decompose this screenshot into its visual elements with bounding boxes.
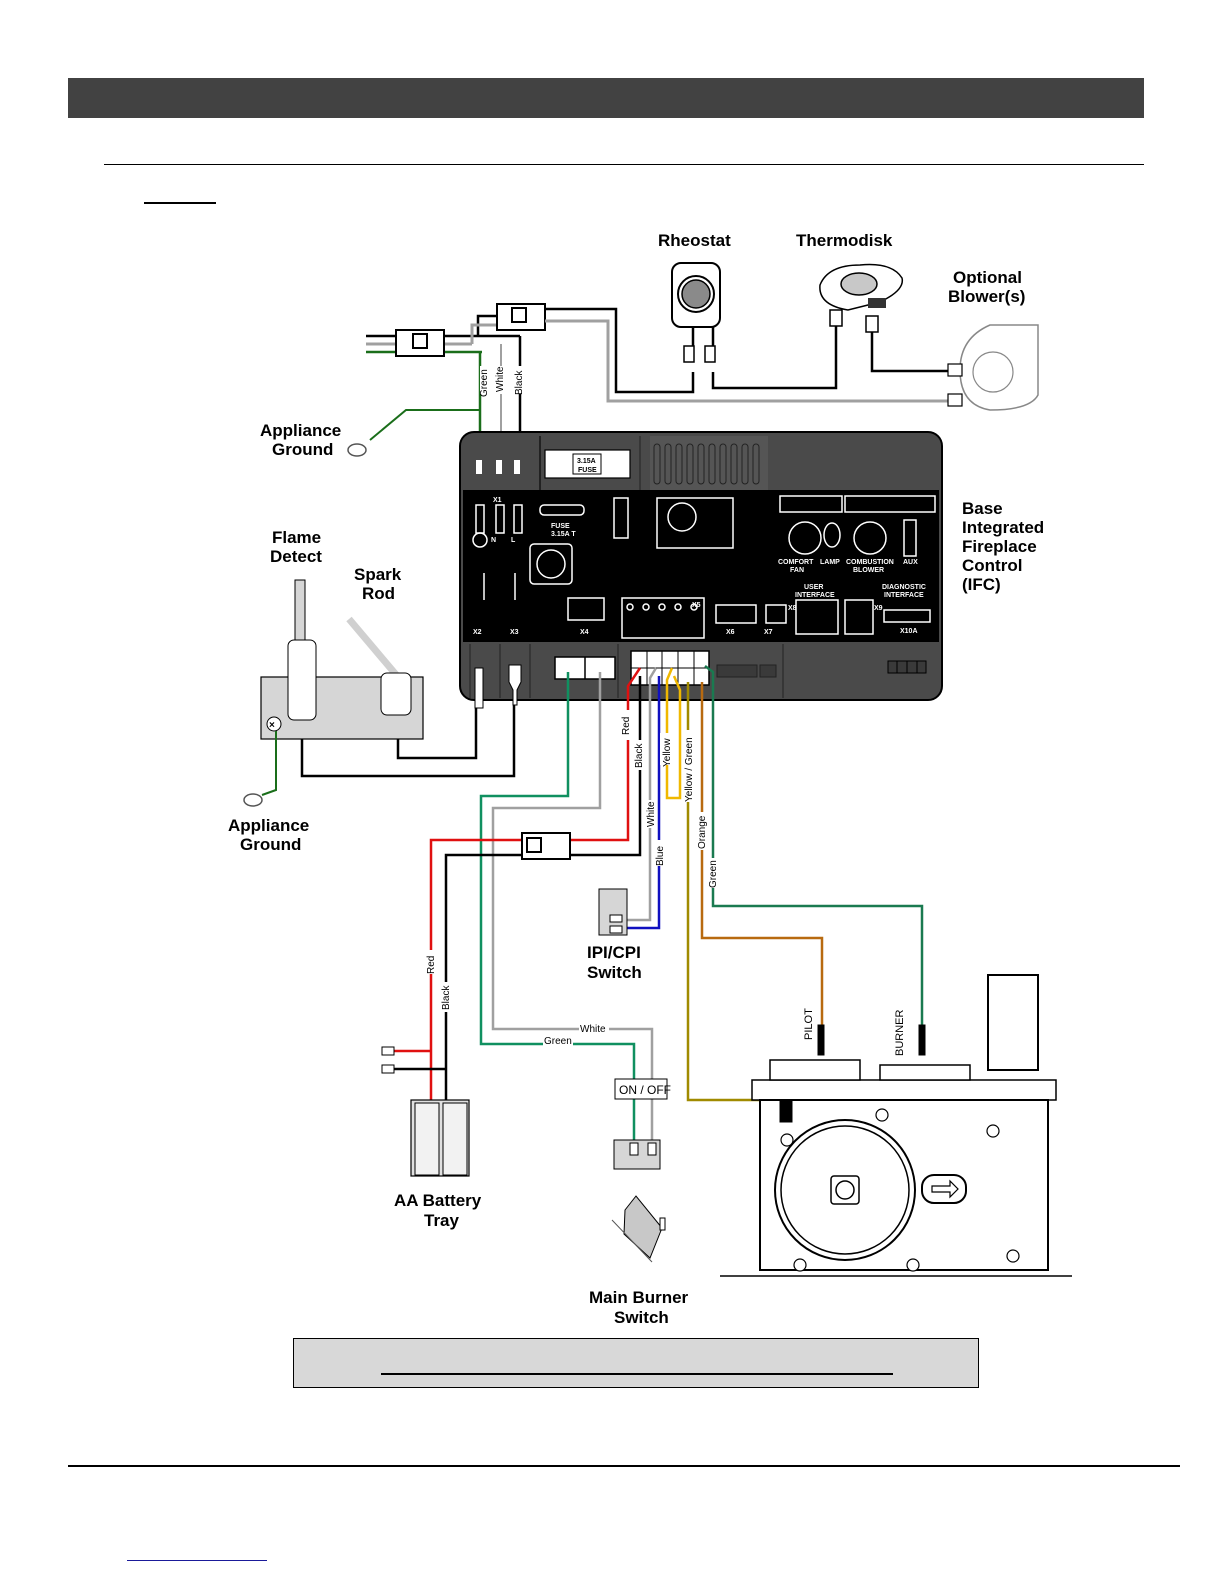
label-flame-detect: Flame (272, 528, 321, 547)
pilot-assembly: Flame Detect Spark Rod × Appliance Groun… (228, 528, 516, 854)
note-box (293, 1338, 979, 1388)
label-rheostat: Rheostat (658, 231, 731, 250)
svg-text:Black: Black (441, 985, 452, 1010)
svg-text:BLOWER: BLOWER (853, 567, 884, 574)
label-ifc: Base (962, 499, 1003, 518)
svg-text:Ground: Ground (240, 835, 301, 854)
label-main-burner-switch: Main Burner (589, 1288, 689, 1307)
ground-lug-icon (243, 793, 263, 807)
label-burner: BURNER (894, 1009, 906, 1056)
svg-text:X7: X7 (764, 629, 773, 636)
svg-text:DIAGNOSTIC: DIAGNOSTIC (882, 584, 926, 591)
svg-text:Fireplace: Fireplace (962, 537, 1037, 556)
svg-text:USER: USER (804, 584, 823, 591)
svg-text:Ground: Ground (272, 440, 333, 459)
svg-text:Green: Green (708, 860, 719, 888)
rheostat: Rheostat (658, 231, 731, 363)
appliance-ground-top: Appliance Ground (260, 409, 480, 459)
svg-text:Red: Red (426, 956, 437, 974)
svg-text:INTERFACE: INTERFACE (884, 592, 924, 599)
svg-text:X6: X6 (726, 629, 735, 636)
ground-lug-icon (347, 443, 367, 457)
svg-text:Switch: Switch (587, 963, 642, 982)
ipi-cpi-switch: IPI/CPI Switch (587, 888, 642, 982)
svg-text:L: L (511, 537, 516, 544)
svg-text:White: White (580, 1024, 606, 1035)
svg-text:Orange: Orange (697, 815, 708, 849)
board-silkscreen (472, 495, 936, 639)
rheostat-knob-icon (681, 279, 711, 309)
footer-divider (68, 1465, 1180, 1467)
svg-text:Black: Black (634, 743, 645, 768)
svg-text:COMFORT: COMFORT (778, 559, 814, 566)
section-header-bar (68, 78, 1144, 118)
svg-text:3.15A T: 3.15A T (551, 531, 576, 538)
on-off-switch: ON / OFF (613, 1078, 671, 1170)
svg-text:AUX: AUX (903, 559, 918, 566)
svg-text:(IFC): (IFC) (962, 575, 1001, 594)
label-appliance-ground-top: Appliance (260, 421, 341, 440)
ifc-board: 3.15A FUSE (459, 431, 1044, 709)
svg-text:X3: X3 (510, 629, 519, 636)
svg-text:×: × (269, 720, 275, 731)
svg-text:FUSE: FUSE (551, 523, 570, 530)
power-harness: Green White Black (366, 303, 950, 470)
svg-text:Green: Green (544, 1036, 572, 1047)
svg-text:FAN: FAN (790, 567, 804, 574)
optional-blower: Optional Blower(s) (947, 268, 1039, 411)
svg-text:X1: X1 (493, 497, 502, 504)
svg-text:COMBUSTION: COMBUSTION (846, 559, 894, 566)
thermodisk: Thermodisk (796, 231, 904, 333)
svg-text:X8: X8 (788, 605, 797, 612)
svg-text:Integrated: Integrated (962, 518, 1044, 537)
svg-text:X9: X9 (874, 605, 883, 612)
svg-text:X2: X2 (473, 629, 482, 636)
svg-text:Control: Control (962, 556, 1022, 575)
section-divider (104, 164, 1144, 165)
main-burner-switch: Main Burner Switch (589, 1195, 689, 1327)
svg-text:Switch: Switch (614, 1308, 669, 1327)
label-pilot: PILOT (803, 1008, 815, 1040)
label-thermodisk: Thermodisk (796, 231, 893, 250)
svg-text:Tray: Tray (424, 1211, 460, 1230)
svg-text:Blue: Blue (655, 846, 666, 866)
label-aa-battery-tray: AA Battery (394, 1191, 482, 1210)
svg-text:3.15A: 3.15A (577, 458, 596, 465)
svg-text:N: N (491, 537, 496, 544)
section-subtitle (144, 184, 216, 204)
valve-knob-icon (835, 1180, 855, 1200)
battery-connector (521, 832, 571, 860)
svg-text:Blower(s): Blower(s) (948, 287, 1025, 306)
label-on-off: ON / OFF (619, 1083, 671, 1097)
wire-label-top-green: Green (479, 369, 490, 397)
gas-valve (720, 974, 1072, 1277)
svg-text:LAMP: LAMP (820, 559, 840, 566)
ground-screw-icon (266, 716, 282, 732)
svg-text:X4: X4 (580, 629, 589, 636)
label-ipi-cpi-switch: IPI/CPI (587, 943, 641, 962)
lower-wiring: Red Black Yellow White Yellow / Green Bl… (381, 665, 924, 1145)
label-appliance-ground-bottom: Appliance (228, 816, 309, 835)
svg-text:X5: X5 (692, 602, 701, 609)
svg-text:X10A: X10A (900, 628, 918, 635)
svg-text:FUSE: FUSE (578, 467, 597, 474)
flow-arrow-icon (931, 1179, 959, 1199)
aa-battery-tray: AA Battery Tray (394, 1099, 482, 1230)
svg-text:Yellow: Yellow (662, 738, 673, 767)
svg-text:Rod: Rod (362, 584, 395, 603)
svg-text:Detect: Detect (270, 547, 322, 566)
svg-text:Yellow / Green: Yellow / Green (684, 737, 695, 802)
footer-link[interactable] (127, 1552, 267, 1561)
svg-text:White: White (646, 801, 657, 827)
label-spark-rod: Spark (354, 565, 402, 584)
label-optional-blower: Optional (953, 268, 1022, 287)
wire-label-top-white: White (495, 366, 506, 392)
svg-text:INTERFACE: INTERFACE (795, 592, 835, 599)
note-text (381, 1373, 893, 1375)
wire-label-top-black: Black (514, 370, 525, 395)
board-vents (650, 436, 768, 490)
svg-text:Red: Red (621, 717, 632, 735)
